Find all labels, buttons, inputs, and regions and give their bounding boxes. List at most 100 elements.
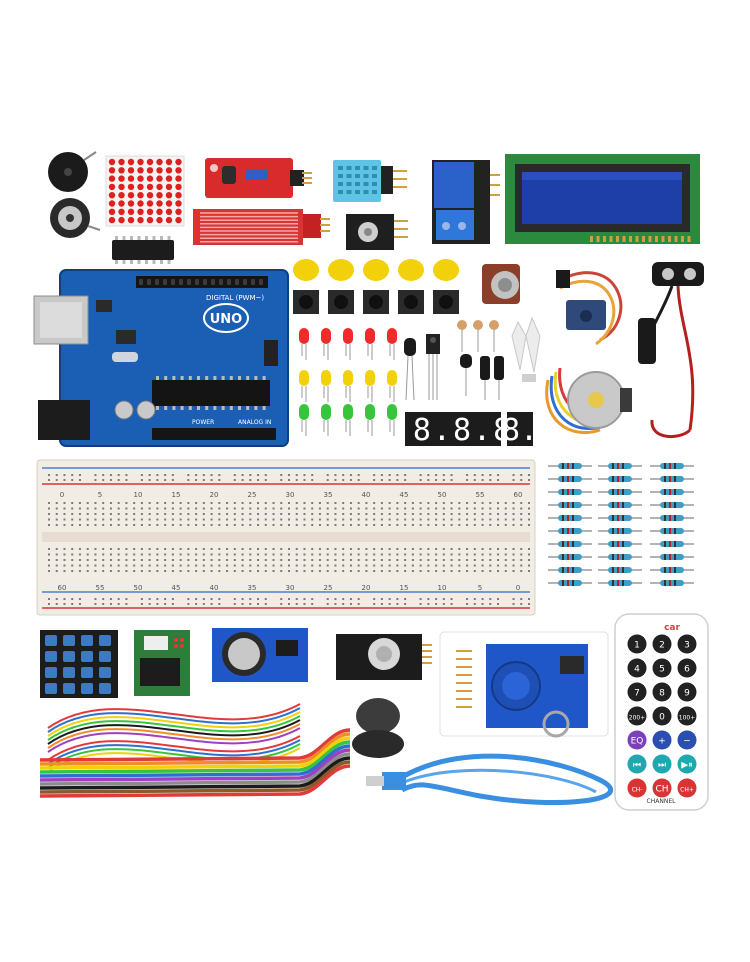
rtc-module — [212, 628, 308, 682]
uln2003-driver — [134, 630, 190, 696]
breadboard-column-number: 0 — [60, 491, 64, 499]
ribbon-cable — [39, 728, 351, 798]
led — [343, 370, 353, 402]
remote-key: 3 — [677, 634, 697, 654]
water-level-sensor — [193, 209, 330, 245]
resistor — [598, 502, 642, 508]
resistor — [598, 541, 642, 547]
resistors — [548, 463, 694, 586]
breadboard-column-number: 25 — [324, 584, 333, 592]
remote-key-label: 1 — [634, 641, 640, 651]
led — [321, 370, 331, 402]
resistor — [548, 489, 592, 495]
joystick-module — [336, 634, 432, 680]
tactile-switch — [328, 290, 354, 314]
breadboard-column-number: 10 — [134, 491, 143, 499]
resistor — [598, 554, 642, 560]
resistor — [650, 476, 694, 482]
tactile-switch — [363, 290, 389, 314]
breadboard-column-number: 45 — [172, 584, 181, 592]
resistor — [598, 528, 642, 534]
passive-buzzer — [48, 151, 97, 192]
resistor — [650, 541, 694, 547]
breadboard-column-number: 40 — [210, 584, 219, 592]
ribbon-strand — [39, 740, 351, 774]
led — [343, 328, 353, 360]
breadboard-column-number: 0 — [516, 584, 520, 592]
resistor — [650, 463, 694, 469]
breadboard-column-number: 20 — [210, 491, 219, 499]
resistor — [650, 502, 694, 508]
remote-key-label: 100+ — [679, 715, 695, 722]
remote-key-label: 5 — [659, 665, 665, 675]
breadboard-column-number: 40 — [362, 491, 371, 499]
led — [365, 328, 375, 360]
breadboard-column-number: 60 — [514, 491, 523, 499]
ribbon-strand — [39, 732, 351, 766]
jumper-wire — [47, 715, 301, 741]
remote-key-label: ⏭ — [658, 761, 666, 771]
remote-key: + — [652, 730, 672, 750]
remote-brand: car — [664, 623, 680, 633]
led-set — [299, 328, 397, 436]
breadboard-column-number: 45 — [400, 491, 409, 499]
digital-label: DIGITAL (PWM~) — [206, 294, 264, 302]
breadboard-column-number: 50 — [134, 584, 143, 592]
sound-sensor-module — [205, 158, 312, 198]
resistor — [548, 580, 592, 586]
remote-key-label: EQ — [631, 737, 644, 747]
stepper-motor — [545, 367, 632, 435]
one-digit-readout: 8. — [502, 413, 538, 448]
rfid-reader — [439, 631, 609, 738]
breadboard-column-number: 30 — [286, 584, 295, 592]
resistor — [598, 580, 642, 586]
led-dot-matrix — [105, 155, 185, 227]
resistor — [598, 463, 642, 469]
breadboard-column-number: 20 — [362, 584, 371, 592]
resistor — [548, 463, 592, 469]
led — [387, 328, 397, 360]
resistor — [548, 515, 592, 521]
remote-key-label: − — [683, 737, 691, 747]
analog-label: ANALOG IN — [238, 419, 271, 426]
ic-chip — [112, 236, 174, 264]
breadboard-column-number: 10 — [438, 584, 447, 592]
jumper-wire — [47, 743, 301, 769]
tactile-switch — [293, 290, 319, 314]
breadboard-column-number: 35 — [248, 584, 257, 592]
remote-key-label: CH- — [632, 787, 643, 794]
led — [299, 404, 309, 436]
battery-clip — [638, 262, 704, 439]
remote-key-label: 6 — [684, 665, 690, 675]
keypad-4x4 — [40, 630, 118, 698]
breadboard-column-number: 60 — [58, 584, 67, 592]
remote-key: CH — [652, 778, 672, 798]
remote-key: CH+ — [677, 778, 697, 798]
led — [321, 404, 331, 436]
button-caps — [293, 259, 459, 281]
remote-key: 0 — [652, 706, 672, 726]
arduino-uno-board: UNO DIGITAL (PWM~) POWER ANALOG IN — [33, 269, 289, 447]
ribbon-strand — [39, 760, 351, 794]
resistor — [548, 554, 592, 560]
remote-key: ⏮ — [627, 754, 647, 774]
ribbon-strand — [39, 764, 351, 798]
resistor — [598, 476, 642, 482]
jumper-wire — [47, 703, 301, 729]
remote-channel-label: CHANNEL — [647, 798, 677, 805]
resistor — [650, 489, 694, 495]
active-buzzer — [50, 198, 101, 238]
dht11-sensor — [333, 160, 407, 202]
photoresistors — [457, 320, 499, 352]
breadboard-column-number: 50 — [438, 491, 447, 499]
ribbon-strand — [39, 744, 351, 778]
remote-key: ▶⏸ — [677, 754, 697, 774]
button-cap — [328, 259, 354, 281]
breadboard-column-number: 5 — [478, 584, 482, 592]
remote-key: 2 — [652, 634, 672, 654]
rotary-module — [346, 214, 408, 250]
breadboard-column-number: 55 — [476, 491, 485, 499]
remote-key: 200+ — [627, 706, 647, 726]
